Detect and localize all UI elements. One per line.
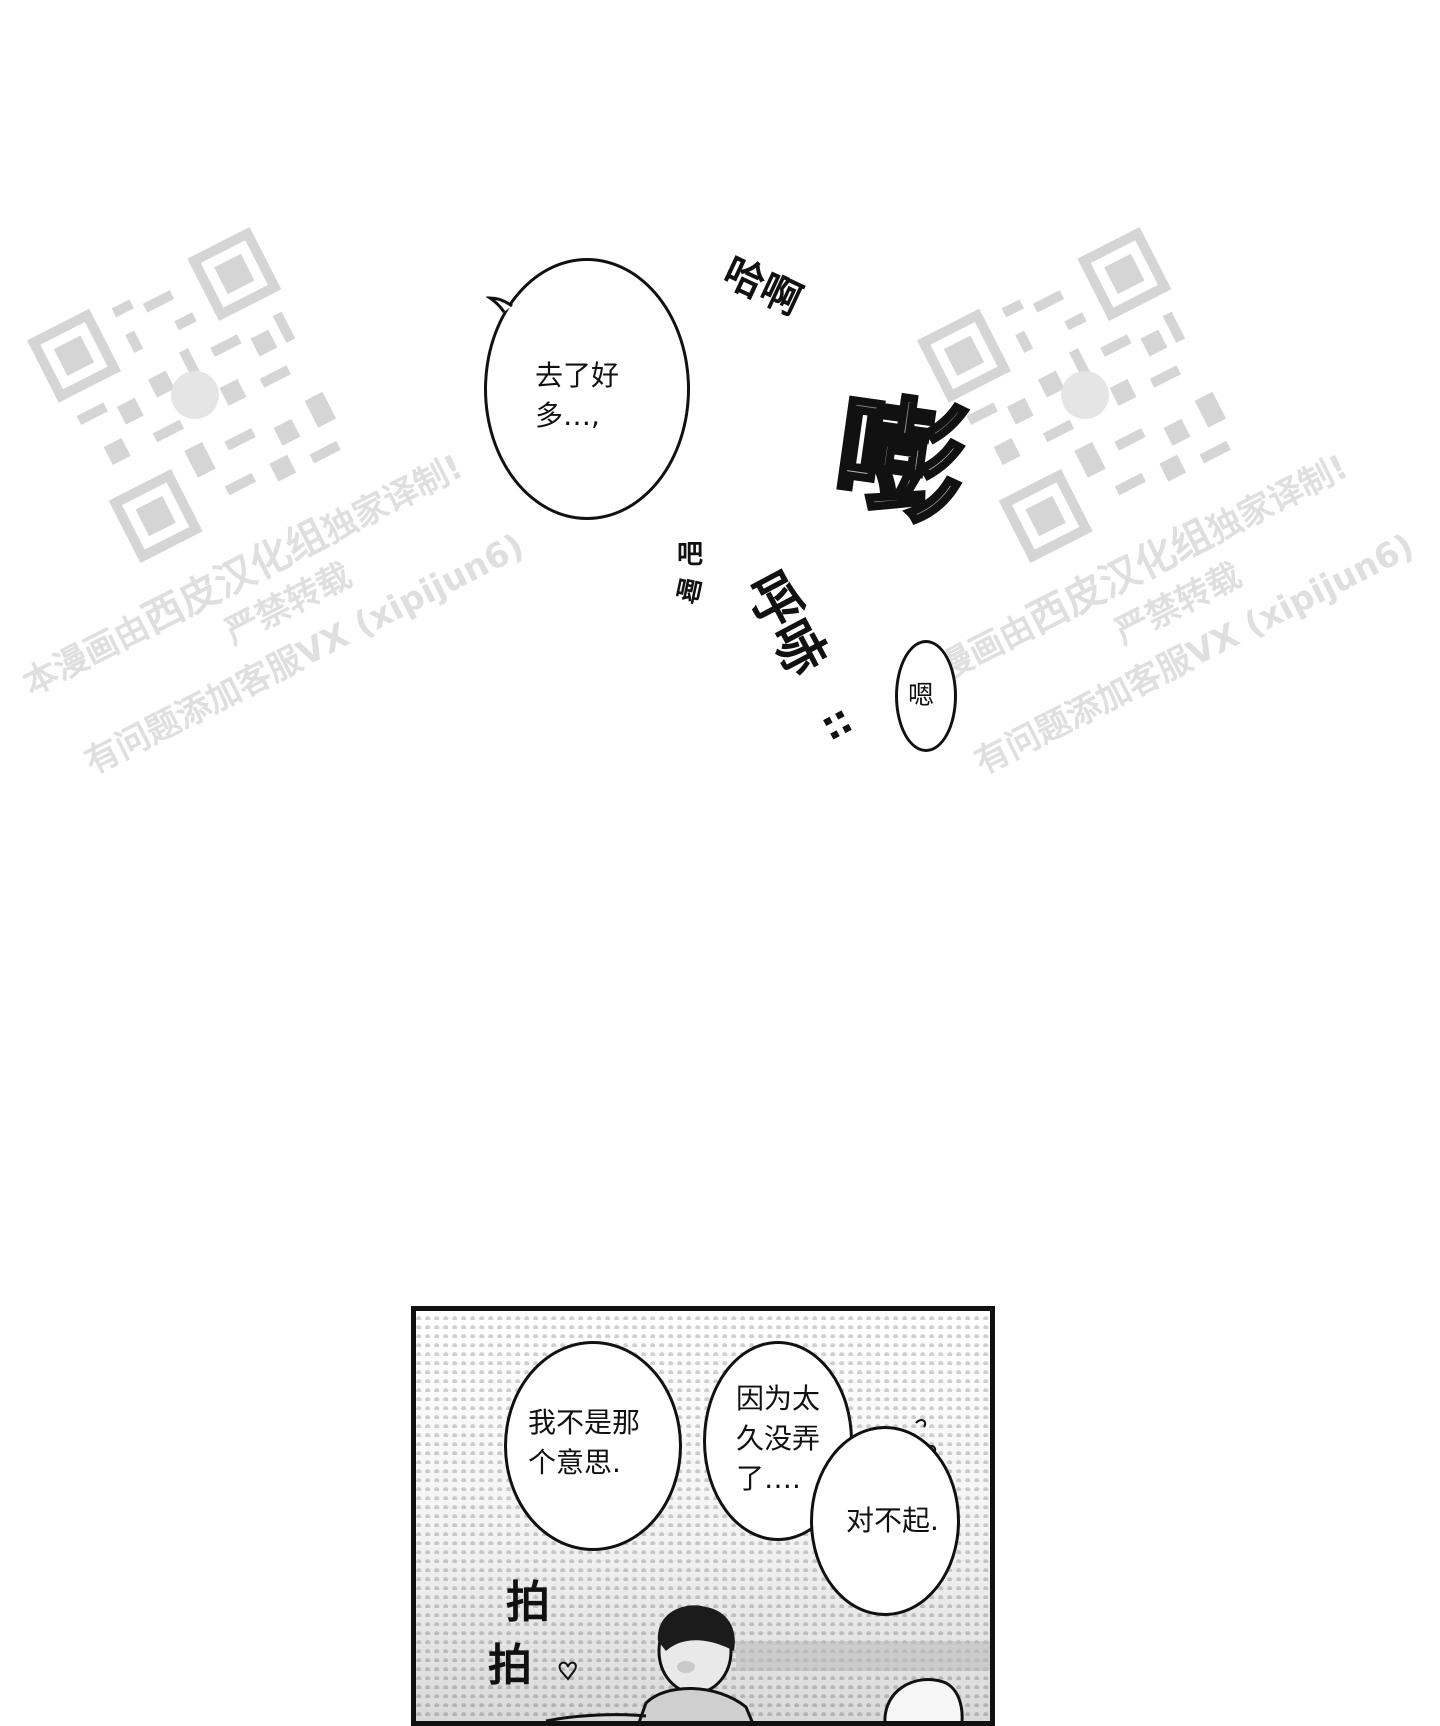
panel-bubble-1-line2: 个意思. [528, 1446, 621, 1479]
qr-code-icon [916, 226, 1231, 564]
panel-bubble-3-text: 对不起. [846, 1504, 939, 1537]
bubble-tail [486, 296, 513, 313]
sfx-haha: 哈啊 [716, 249, 809, 325]
sfx-baji-2: 唧 [672, 574, 705, 610]
qr-code-icon [26, 226, 341, 564]
sfx-pat-2: 拍 [488, 1640, 532, 1691]
sfx-pat-1: 拍 [506, 1577, 550, 1628]
sfx-dots: :: [813, 700, 867, 748]
watermark-line1: 本漫画由 [16, 606, 157, 705]
panel-bubble-2-line1: 因为太 [736, 1382, 821, 1415]
watermark-suffix: 独家译制! [316, 447, 470, 552]
panel-bubble-1 [504, 1341, 682, 1551]
speech-bubble-main [484, 258, 690, 520]
panel-bubble-3 [810, 1426, 960, 1616]
speech-bubble-small [895, 640, 957, 752]
panel-bubble-2-line3: 了…. [736, 1462, 801, 1495]
bubble-small-text: 嗯 [908, 681, 935, 711]
sfx-baji-1: 吧 [677, 540, 704, 570]
bubble-main-line1: 去了好 [535, 359, 620, 392]
comic-panel: 我不是那 个意思. 因为太 久没弄 了…. 对不起. 拍 拍 [411, 1306, 995, 1726]
panel-bubble-1-line1: 我不是那 [528, 1406, 641, 1439]
panel-bubble-2-line2: 久没弄 [736, 1422, 821, 1455]
sfx-bang: 嘭 [823, 375, 1023, 548]
bubble-main-line2: 多…, [535, 399, 600, 432]
sfx-huchi: 呼哧 [732, 561, 840, 687]
